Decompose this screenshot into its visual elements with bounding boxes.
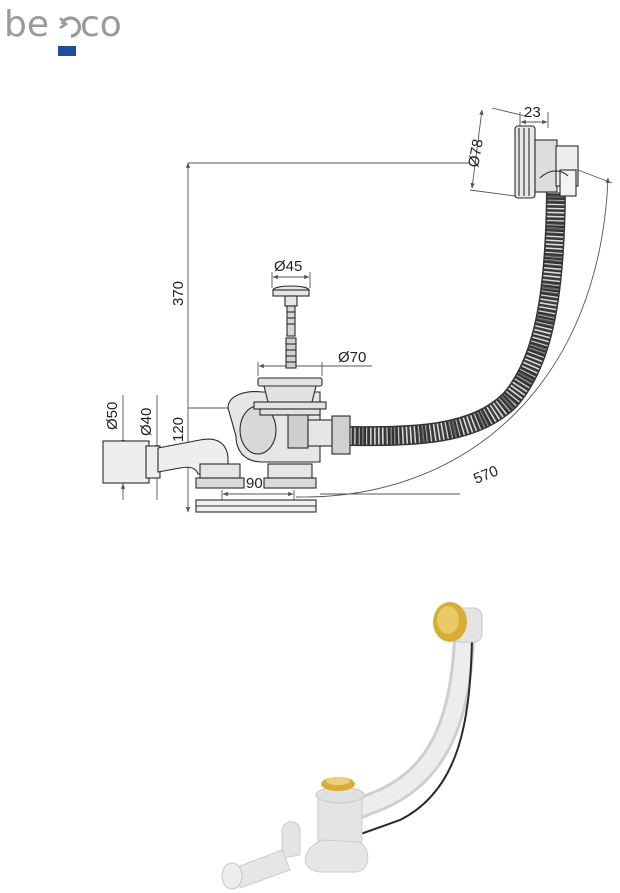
dim-trap-offset: 90 (246, 475, 263, 492)
dim-outlet-outer: Ø50 (104, 402, 121, 430)
product-cable (354, 639, 473, 837)
dim-outlet-inner: Ø40 (138, 408, 155, 436)
outlet-pipe (102, 438, 229, 484)
besco-logo: be co (4, 4, 134, 58)
stopper (272, 285, 310, 369)
overflow-head (514, 125, 579, 199)
dim-flange: Ø70 (338, 349, 366, 366)
logo-text-right: co (80, 4, 122, 45)
dimension-labels: 370 120 Ø50 Ø40 Ø45 Ø70 90 570 Ø78 23 (104, 104, 541, 492)
product-waste-body (304, 777, 369, 873)
dim-overflow-depth: 23 (524, 104, 541, 121)
dim-stopper: Ø45 (274, 258, 302, 275)
dim-trap-height: 120 (170, 417, 187, 442)
technical-drawing: 370 120 Ø50 Ø40 Ø45 Ø70 90 570 Ø78 23 (102, 104, 613, 513)
product-outlet (221, 821, 301, 890)
logo-mark-icon (58, 16, 82, 56)
dim-overflow-diameter: Ø78 (465, 138, 487, 169)
product-overflow-cap (433, 602, 483, 643)
logo-text-left: be (4, 4, 49, 45)
drain-flange (253, 377, 327, 416)
dim-overall-height: 370 (170, 281, 187, 306)
